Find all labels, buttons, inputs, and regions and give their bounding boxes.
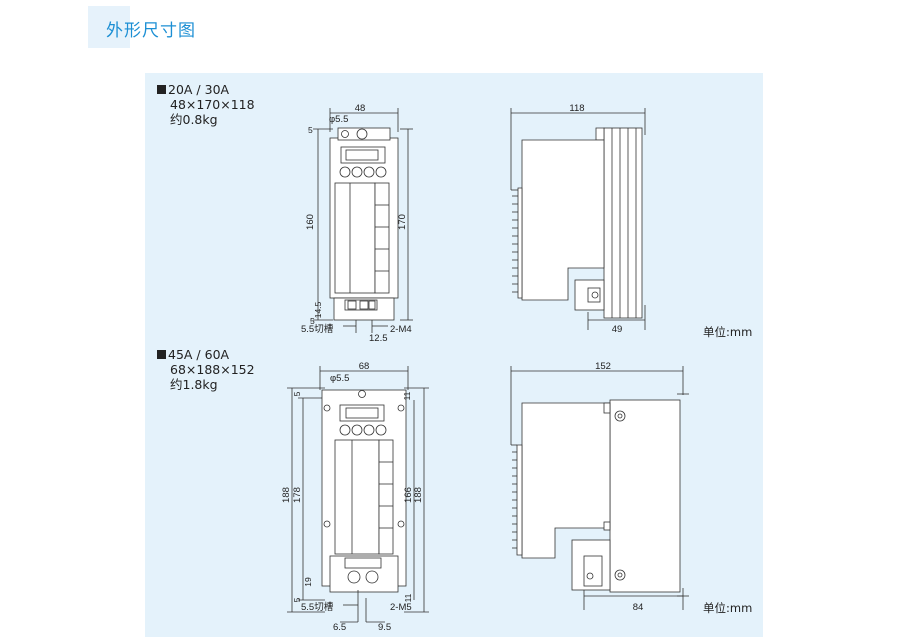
m1-bottom-b-label: 5 xyxy=(310,316,315,326)
m2-outer-height-label: 188 xyxy=(281,487,292,503)
m1-depth-label: 118 xyxy=(569,103,584,114)
m2-height-a-label: 166 xyxy=(403,487,414,503)
m1-height-label: 170 xyxy=(397,214,408,230)
m2-pitch-b-label: 9.5 xyxy=(378,622,391,633)
m1-width-label: 48 xyxy=(355,103,366,114)
page-title: 外形尺寸图 xyxy=(106,21,196,41)
m2-slot-label: 5.5切槽 xyxy=(301,601,334,613)
model-2-spec: 45A / 60A 68×188×152 约1.8kg xyxy=(157,347,255,392)
model-1-dims: 48×170×118 xyxy=(170,97,255,112)
m2-top-right-label: 11 xyxy=(402,391,412,400)
unit-label-1: 单位:mm xyxy=(703,325,753,339)
m1-hole-label: φ5.5 xyxy=(329,114,348,125)
model-2-weight: 约1.8kg xyxy=(170,377,218,392)
bullet-square-icon xyxy=(157,85,166,94)
m2-bottom-b-label: 5 xyxy=(292,597,302,602)
m1-pitch-label: 12.5 xyxy=(369,333,388,344)
m2-height-b-label: 188 xyxy=(413,487,424,503)
model-1-spec: 20A / 30A 48×170×118 约0.8kg xyxy=(157,82,255,127)
m1-slot-label: 5.5切槽 xyxy=(301,323,334,335)
m1-top-margin-label: 5 xyxy=(308,125,313,135)
title-tab-accent xyxy=(88,6,130,48)
m2-top-margin-label: 5 xyxy=(292,391,302,396)
bullet-square-icon xyxy=(157,350,166,359)
model-2-name: 45A / 60A xyxy=(168,347,230,362)
model-2-dims: 68×188×152 xyxy=(170,362,255,377)
model-1-name: 20A / 30A xyxy=(168,82,230,97)
m2-bottom-right-label: 11 xyxy=(403,593,413,602)
unit-label-2: 单位:mm xyxy=(703,601,753,615)
m2-depth-label: 152 xyxy=(595,361,611,372)
m1-bottom-a-label: 14.5 xyxy=(313,301,323,318)
m2-bottom-a-label: 19 xyxy=(303,577,313,587)
m2-pitch-a-label: 6.5 xyxy=(333,622,346,633)
m2-bracket-label: 84 xyxy=(633,602,644,613)
m1-inner-height-label: 160 xyxy=(305,214,316,230)
m2-width-label: 68 xyxy=(359,361,370,372)
m2-hole-label: φ5.5 xyxy=(330,373,349,384)
m2-screw-label: 2-M5 xyxy=(390,602,412,613)
m1-screw-label: 2-M4 xyxy=(390,324,412,335)
m1-bracket-label: 49 xyxy=(612,324,623,335)
model-1-weight: 约0.8kg xyxy=(170,112,218,127)
m2-inner-height-label: 178 xyxy=(292,487,303,503)
